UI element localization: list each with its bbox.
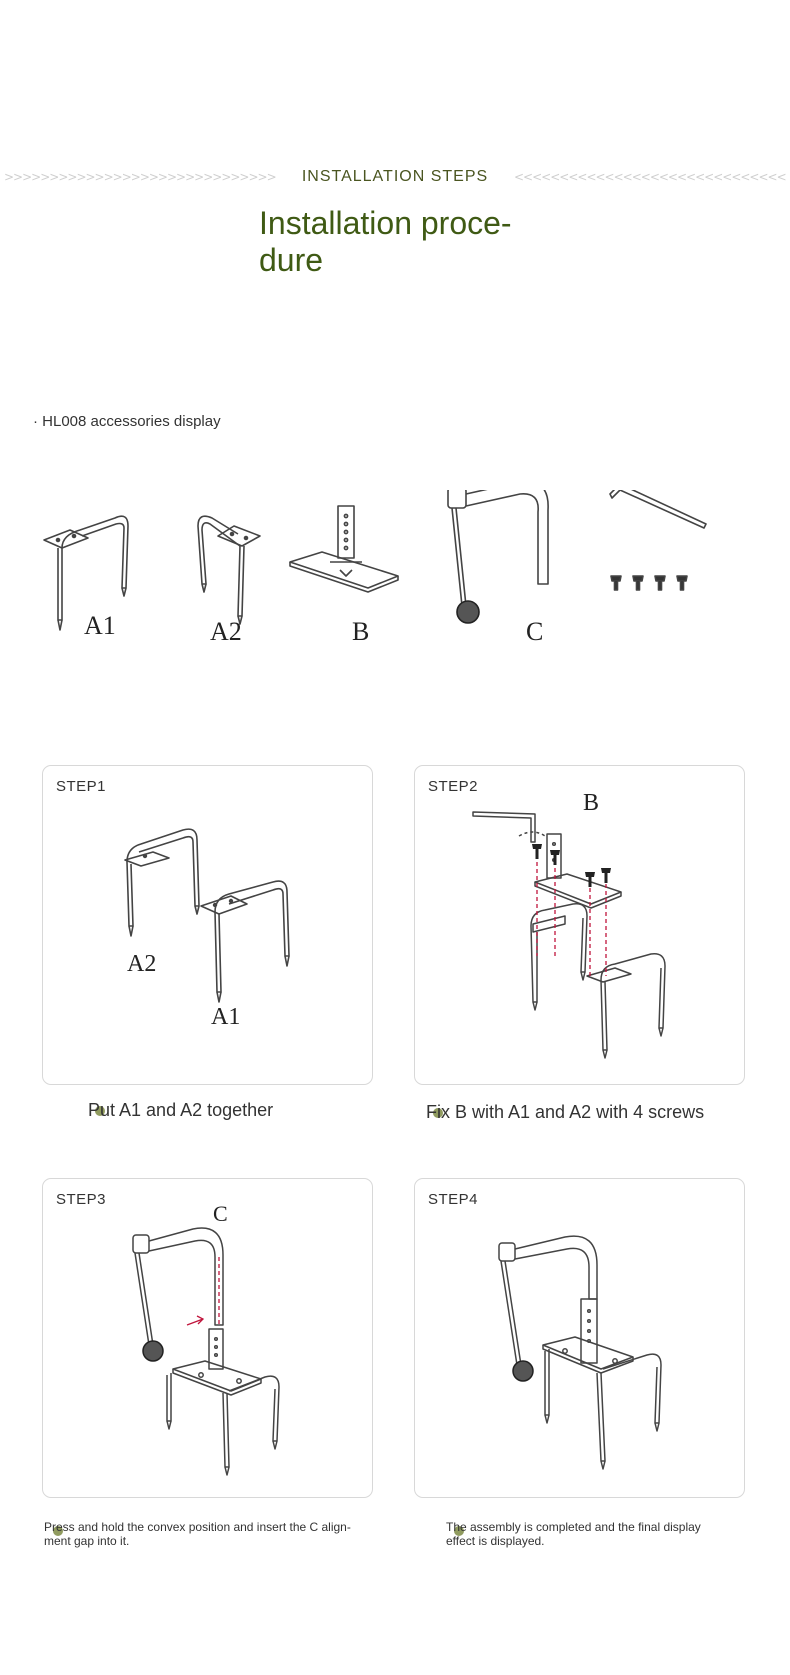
step2-label: STEP2: [428, 778, 479, 795]
hex-key-and-screws-figure: [609, 490, 707, 591]
part-a1-label: A1: [84, 611, 116, 640]
bullet-dot: [53, 1526, 63, 1536]
step3-label-c: C: [213, 1201, 228, 1226]
step2-label-b: B: [583, 790, 599, 816]
chevron-decoration-left: >>>>>>>>>>>>>>>>>>>>>>>>>>>>>>>>>>>>>>>>…: [4, 170, 276, 184]
step2-illustration: B: [472, 790, 666, 1059]
part-a1-figure: [43, 515, 129, 631]
accessories-heading: · HL008 accessories display: [33, 413, 221, 430]
step4-illustration: [498, 1235, 662, 1470]
chevron-decoration-right: <<<<<<<<<<<<<<<<<<<<<<<<<<<<<<<<<<<<<<<<…: [514, 170, 786, 184]
step4-card: STEP4: [414, 1178, 745, 1498]
part-c-figure: [447, 490, 549, 624]
part-b-figure: [289, 505, 399, 593]
page-title: Installation proce- dure: [259, 205, 529, 279]
step3-illustration: C: [132, 1201, 280, 1476]
page-title-text: Installation proce- dure: [259, 205, 512, 278]
accessories-illustration: A1 A2 B C: [43, 490, 707, 646]
section-header-band: >>>>>>>>>>>>>>>>>>>>>>>>>>>>>>>>>>>>>>>>…: [0, 168, 790, 188]
step1-illustration: A2 A1: [124, 828, 290, 1030]
step3-caption: Press and hold the convex position and i…: [44, 1520, 351, 1548]
step1-card: STEP1 A2 A1: [42, 765, 373, 1085]
part-a2-label: A2: [210, 617, 242, 646]
part-a2-figure: [197, 515, 261, 625]
step1-label-a1: A1: [211, 1004, 240, 1030]
step3-label: STEP3: [56, 1191, 107, 1208]
part-b-label: B: [352, 617, 369, 646]
part-c-label: C: [526, 617, 543, 646]
bullet-dot: [433, 1108, 443, 1118]
step4-label: STEP4: [428, 1191, 479, 1208]
step1-caption: Put A1 and A2 together: [88, 1100, 274, 1120]
step3-card: STEP3 C: [42, 1178, 373, 1498]
bullet-dot: [454, 1526, 464, 1536]
step2-card: STEP2 B: [414, 765, 745, 1085]
section-title: INSTALLATION STEPS: [301, 168, 489, 185]
step2-caption: Fix B with A1 and A2 with 4 screws: [426, 1102, 705, 1122]
bullet-dot: [95, 1106, 105, 1116]
step1-label: STEP1: [56, 778, 107, 795]
step1-label-a2: A2: [127, 951, 156, 977]
step4-caption: The assembly is completed and the final …: [446, 1520, 701, 1548]
